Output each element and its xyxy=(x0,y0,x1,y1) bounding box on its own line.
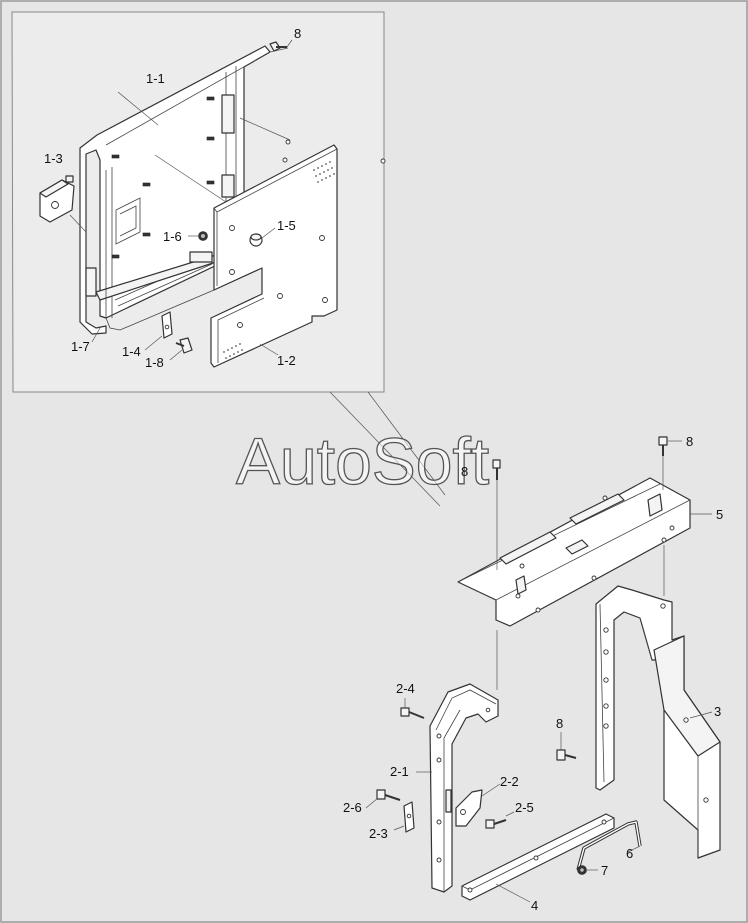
label-1-2: 1-2 xyxy=(277,353,296,368)
label-1-3: 1-3 xyxy=(44,151,63,166)
part-5-top-bracket xyxy=(457,477,712,627)
part-4-bottom-rail xyxy=(461,813,615,903)
label-2-2: 2-2 xyxy=(500,774,519,789)
label-2-4: 2-4 xyxy=(396,681,415,696)
callout-labels: 8 1-1 1-3 1-6 1-5 1-7 1-4 1-8 1-2 8 8 5 … xyxy=(44,26,723,913)
label-8-right: 8 xyxy=(686,434,693,449)
label-8-top: 8 xyxy=(294,26,301,41)
part-8-screw-mid xyxy=(556,732,577,761)
part-2-3-clip xyxy=(393,801,415,833)
label-1-6: 1-6 xyxy=(163,229,182,244)
part-7-nut xyxy=(577,865,598,875)
label-4: 4 xyxy=(531,898,538,913)
part-1-3-bracket xyxy=(39,175,75,223)
label-1-1: 1-1 xyxy=(146,71,165,86)
label-8-watermark: 8 xyxy=(461,464,468,479)
part-6-rod xyxy=(576,820,642,871)
label-5: 5 xyxy=(716,507,723,522)
part-1-5-knob xyxy=(249,227,276,247)
label-3: 3 xyxy=(714,704,721,719)
part-8-top-screw xyxy=(269,39,293,52)
part-8-screw-upper xyxy=(658,436,682,490)
label-1-8: 1-8 xyxy=(145,355,164,370)
label-8-mid: 8 xyxy=(556,716,563,731)
part-2-4-screw xyxy=(400,698,425,719)
part-1-8-screw xyxy=(169,337,193,361)
part-3-side-cover xyxy=(595,545,721,859)
label-2-5: 2-5 xyxy=(515,800,534,815)
label-1-4: 1-4 xyxy=(122,344,141,359)
part-8-screw-wm xyxy=(492,459,501,570)
label-2-6: 2-6 xyxy=(343,800,362,815)
autosoft-watermark: AutoSoft xyxy=(236,424,489,498)
part-2-2-plate xyxy=(455,783,501,827)
label-2-1: 2-1 xyxy=(390,764,409,779)
label-6: 6 xyxy=(626,846,633,861)
part-2-5-screw xyxy=(485,811,515,829)
label-7: 7 xyxy=(601,863,608,878)
label-1-7: 1-7 xyxy=(71,339,90,354)
part-1-5-panel xyxy=(210,139,338,368)
part-1-6-nut xyxy=(188,231,208,241)
part-2-6-screw xyxy=(365,789,401,809)
part-1-4-clip xyxy=(144,311,173,351)
part-2-1-bracket xyxy=(416,683,499,893)
label-1-5: 1-5 xyxy=(277,218,296,233)
label-2-3: 2-3 xyxy=(369,826,388,841)
vent-pattern xyxy=(223,161,335,359)
